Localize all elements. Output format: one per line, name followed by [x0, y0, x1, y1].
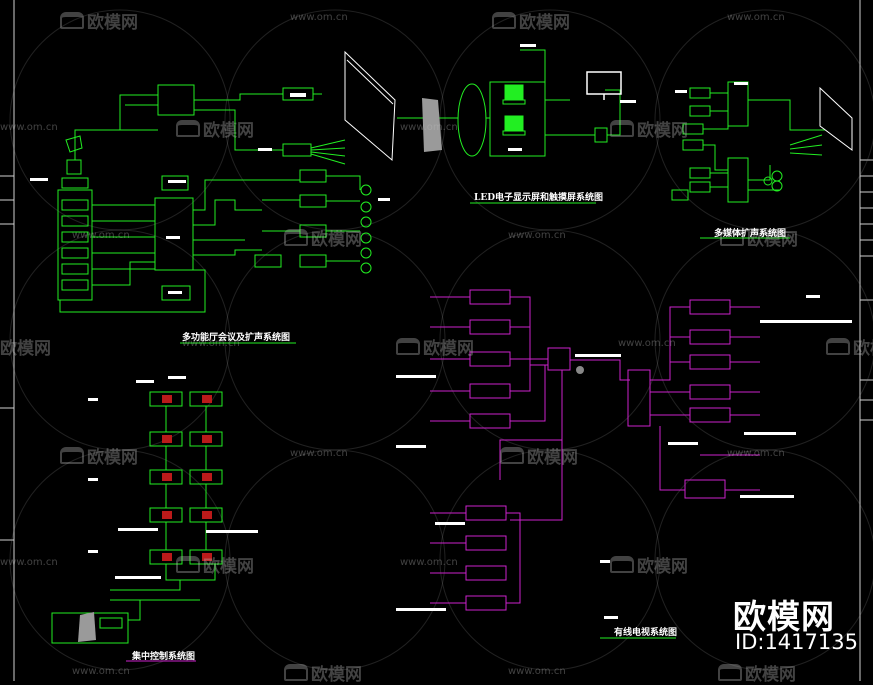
watermark-brand: 欧模网 [176, 552, 254, 577]
watermark-brand: 欧模网 [60, 443, 138, 468]
watermark-url: www.om.cn [618, 338, 676, 349]
sofa-logo-icon [718, 664, 742, 681]
title-led-display-system: LED电子显示屏和触摸屏系统图 [474, 193, 603, 203]
sofa-logo-icon [492, 12, 516, 29]
watermark-brand: 欧模网 [500, 443, 578, 468]
control-modules-red [162, 395, 212, 561]
sofa-logo-icon [284, 229, 308, 246]
sofa-logo-icon [60, 12, 84, 29]
watermark-brand: 欧模网 [396, 334, 474, 359]
watermark-url: www.om.cn [72, 230, 130, 241]
sofa-logo-icon [396, 338, 420, 355]
watermark-url: www.om.cn [290, 448, 348, 459]
watermark-brand: 欧模网 [492, 8, 570, 33]
brand-logo-text: 欧模网 [733, 597, 835, 636]
multimedia-pa-diagram [671, 81, 825, 203]
sofa-logo-icon [284, 664, 308, 681]
title-centralized-control-system: 集中控制系统图 [132, 652, 196, 662]
projection-screen [344, 50, 396, 162]
watermark-url: www.om.cn [727, 12, 785, 23]
hall-conference-diagram [57, 84, 372, 313]
watermark-brand: 欧模网 [284, 660, 362, 685]
watermark-url: www.om.cn [508, 666, 566, 677]
watermark-url: www.om.cn [290, 12, 348, 23]
cable-tv-diagram [430, 289, 760, 611]
sofa-logo-icon [500, 447, 524, 464]
watermark-brand: 欧模网 [610, 116, 688, 141]
sofa-logo-icon [826, 338, 850, 355]
centralized-control-diagram [51, 391, 223, 644]
sofa-logo-icon [610, 120, 634, 137]
watermark-brand: 欧模网 [176, 116, 254, 141]
sofa-logo-icon [176, 120, 200, 137]
watermark-brand: 欧模网 [720, 225, 798, 250]
component-label-bars [30, 44, 852, 619]
watermark-brand: 欧模网 [284, 225, 362, 250]
watermark-url: www.om.cn [72, 666, 130, 677]
watermark-rosette [9, 9, 873, 671]
multimedia-screen [819, 86, 853, 151]
sofa-logo-icon [610, 556, 634, 573]
sofa-logo-icon [176, 556, 200, 573]
watermark-brand: 欧模网 [60, 8, 138, 33]
watermark-url: www.om.cn [508, 230, 566, 241]
watermark-url: www.om.cn [727, 448, 785, 459]
watermark-url: www.om.cn [0, 122, 58, 133]
watermark-brand: 欧模网 [0, 339, 51, 359]
watermark-brand: 欧模网 [610, 552, 688, 577]
sofa-logo-icon [60, 447, 84, 464]
title-multimedia-pa-system: 多媒体扩声系统图 [714, 229, 787, 239]
touch-kiosk [422, 98, 442, 152]
title-underlines [180, 202, 790, 639]
model-id-label: ID:1417135 [735, 630, 858, 654]
watermark-url: www.om.cn [400, 122, 458, 133]
watermark-url: www.om.cn [182, 338, 240, 349]
monitor-icon [586, 71, 622, 100]
watermark-brand: 欧模网 [718, 660, 796, 685]
title-hall-conference-system: 多功能厅会议及扩声系统图 [182, 333, 291, 343]
watermark-url: www.om.cn [400, 557, 458, 568]
watermark-url: www.om.cn [0, 557, 58, 568]
watermark-brand: 欧模网 [826, 334, 873, 359]
control-host-device [78, 612, 96, 642]
title-cable-tv-system: 有线电视系统图 [614, 628, 678, 638]
sofa-logo-icon [720, 229, 744, 246]
